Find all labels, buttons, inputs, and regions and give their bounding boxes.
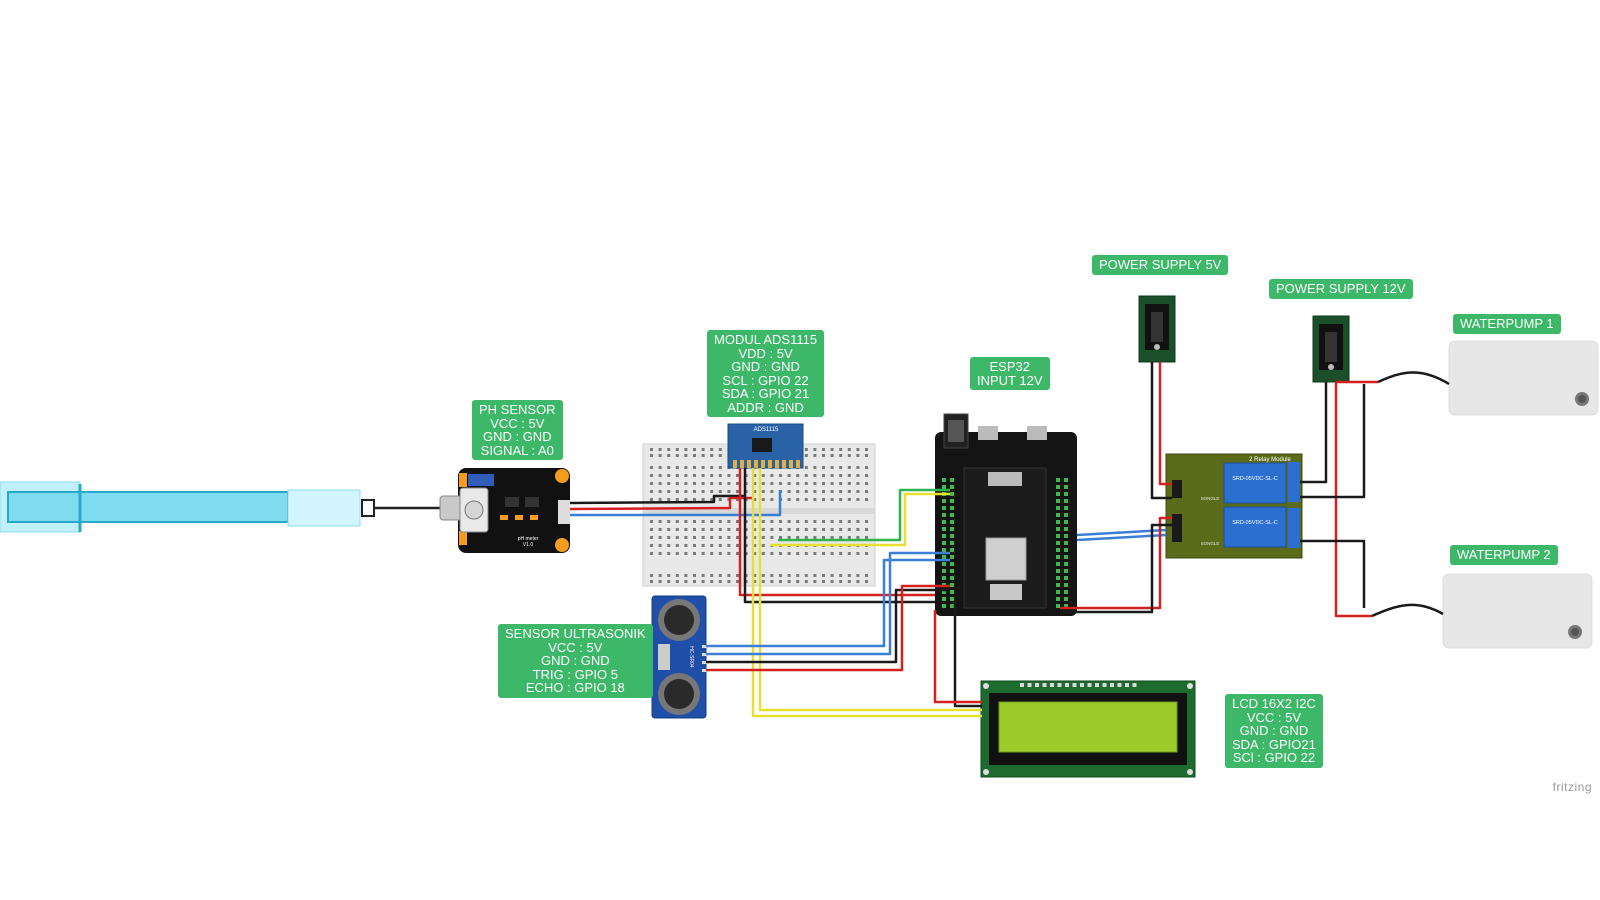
label-line: POWER SUPPLY 12V xyxy=(1276,281,1406,296)
label-line: SCl : GPIO 22 xyxy=(1232,750,1316,765)
relay1-brand-text: SONGLE xyxy=(1201,496,1220,501)
relay1-part-text: SRD-05VDC-SL-C xyxy=(1232,476,1278,482)
label-line: ADDR : GND xyxy=(727,399,804,415)
label-line: VCC : 5V xyxy=(548,639,603,655)
label-line: SCL : GPIO 22 xyxy=(722,372,809,388)
relay-title-text: 2 Relay Module xyxy=(1249,457,1291,463)
label-line: SDA : GPIO 21 xyxy=(721,386,810,401)
label-line: PH SENSOR xyxy=(479,402,556,417)
hc-sr04-text: HC-SR04 xyxy=(688,646,694,668)
esp32-board xyxy=(935,413,1077,616)
label-line: VDD : 5V xyxy=(738,345,793,361)
relay-module: 2 Relay Module SRD-05VDC-SL-C SRD-05VDC-… xyxy=(1165,453,1303,559)
label-line: VCC : 5V xyxy=(490,415,545,431)
waterpump-1 xyxy=(1448,340,1599,416)
ph-board-text: pH meter xyxy=(518,536,539,542)
label-line: LCD 16X2 I2C xyxy=(1232,696,1316,711)
ph-probe xyxy=(0,481,440,533)
label-line: POWER SUPPLY 5V xyxy=(1099,257,1222,272)
label-line: WATERPUMP 2 xyxy=(1457,547,1551,562)
label-line: ESP32 xyxy=(989,359,1030,374)
label-waterpump-1: WATERPUMP 1 xyxy=(1453,314,1561,334)
label-line: SIGNAL : A0 xyxy=(480,442,554,458)
label-line: ECHO : GPIO 18 xyxy=(525,680,625,695)
label-line: GND : GND xyxy=(731,359,800,374)
ultrasonic-sensor: HC-SR04 xyxy=(651,595,708,719)
label-line: GND : GND xyxy=(482,429,552,444)
power-jack-12v xyxy=(1312,315,1350,383)
label-line: SENSOR ULTRASONIK xyxy=(505,626,646,641)
ph-board-version: V1.0 xyxy=(523,542,534,548)
label-line: SDA : GPIO21 xyxy=(1232,736,1316,752)
relay2-part-text: SRD-05VDC-SL-C xyxy=(1232,520,1278,526)
label-line: INPUT 12V xyxy=(977,372,1043,388)
power-jack-5v xyxy=(1138,295,1176,363)
ph-meter-board: pH meter V1.0 xyxy=(439,468,570,553)
label-power-supply-5v: POWER SUPPLY 5V xyxy=(1092,255,1229,275)
label-power-supply-12v: POWER SUPPLY 12V xyxy=(1269,279,1413,299)
label-waterpump-2: WATERPUMP 2 xyxy=(1450,545,1558,565)
label-line: GND : GND xyxy=(541,653,610,668)
label-line: GND : GND xyxy=(1239,723,1309,738)
label-line: VCC : 5V xyxy=(1246,709,1301,725)
wires xyxy=(569,362,1450,718)
ads1115-module: ADS1115 xyxy=(727,423,804,469)
label-line: TRIG : GPIO 5 xyxy=(532,666,618,682)
waterpump-2 xyxy=(1442,573,1593,649)
label-line: MODUL ADS1115 xyxy=(714,332,818,347)
relay2-brand-text: SONGLE xyxy=(1201,541,1220,546)
label-line: WATERPUMP 1 xyxy=(1460,316,1554,331)
lcd-16x2 xyxy=(980,680,1196,778)
ads-chip-text: ADS1115 xyxy=(754,427,779,433)
fritzing-watermark: fritzing xyxy=(1552,780,1592,794)
